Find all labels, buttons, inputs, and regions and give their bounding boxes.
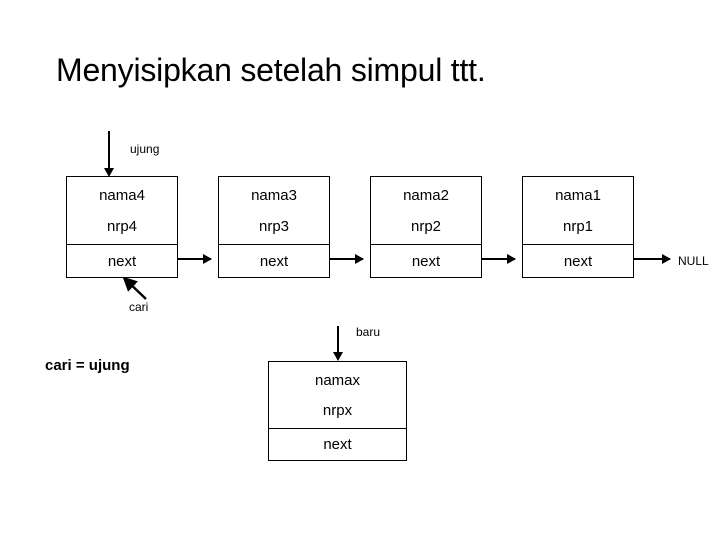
node-data-cell: nama3 nrp3 bbox=[219, 177, 329, 244]
node-next-label: next bbox=[411, 253, 441, 270]
node-data-cell: nama4 nrp4 bbox=[67, 177, 177, 244]
ujung-pointer-arrow-icon bbox=[104, 131, 114, 177]
link-arrow-icon bbox=[178, 254, 212, 264]
link-arrow-null-icon bbox=[634, 254, 671, 264]
baru-pointer-label: baru bbox=[356, 325, 381, 339]
list-node: nama2 nrp2 next bbox=[370, 176, 482, 278]
node-next-cell: next bbox=[523, 244, 633, 277]
node-name-field: nama3 bbox=[251, 187, 297, 204]
node-next-label: next bbox=[107, 253, 137, 270]
node-data-cell: nama1 nrp1 bbox=[523, 177, 633, 244]
node-nrp-field: nrp3 bbox=[258, 218, 290, 235]
null-terminator-label: NULL bbox=[678, 254, 709, 268]
node-next-cell: next bbox=[67, 244, 177, 277]
assignment-statement: cari = ujung bbox=[45, 357, 130, 374]
new-node-name-field: namax bbox=[314, 372, 361, 389]
ujung-pointer-label: ujung bbox=[130, 142, 160, 156]
node-name-field: nama4 bbox=[99, 187, 145, 204]
cari-pointer-arrow-icon bbox=[122, 276, 147, 300]
node-next-cell: next bbox=[219, 244, 329, 277]
node-name-field: nama2 bbox=[403, 187, 449, 204]
new-node-next-label: next bbox=[323, 436, 352, 453]
node-nrp-field: nrp4 bbox=[106, 218, 138, 235]
new-node-nrp-field: nrpx bbox=[322, 402, 353, 419]
baru-pointer-arrow-icon bbox=[333, 326, 343, 361]
node-nrp-field: nrp2 bbox=[410, 218, 442, 235]
node-next-cell: next bbox=[371, 244, 481, 277]
node-next-label: next bbox=[259, 253, 289, 270]
node-data-cell: nama2 nrp2 bbox=[371, 177, 481, 244]
new-node-data-cell: namax nrpx bbox=[269, 362, 406, 428]
cari-pointer-label: cari bbox=[129, 300, 149, 314]
list-node: nama4 nrp4 next bbox=[66, 176, 178, 278]
list-node: nama3 nrp3 next bbox=[218, 176, 330, 278]
list-node: nama1 nrp1 next bbox=[522, 176, 634, 278]
page-title: Menyisipkan setelah simpul ttt. bbox=[56, 52, 486, 88]
link-arrow-icon bbox=[330, 254, 364, 264]
new-node: namax nrpx next bbox=[268, 361, 407, 461]
node-nrp-field: nrp1 bbox=[562, 218, 594, 235]
new-node-next-cell: next bbox=[269, 428, 406, 460]
node-next-label: next bbox=[563, 253, 593, 270]
node-name-field: nama1 bbox=[555, 187, 601, 204]
link-arrow-icon bbox=[482, 254, 516, 264]
